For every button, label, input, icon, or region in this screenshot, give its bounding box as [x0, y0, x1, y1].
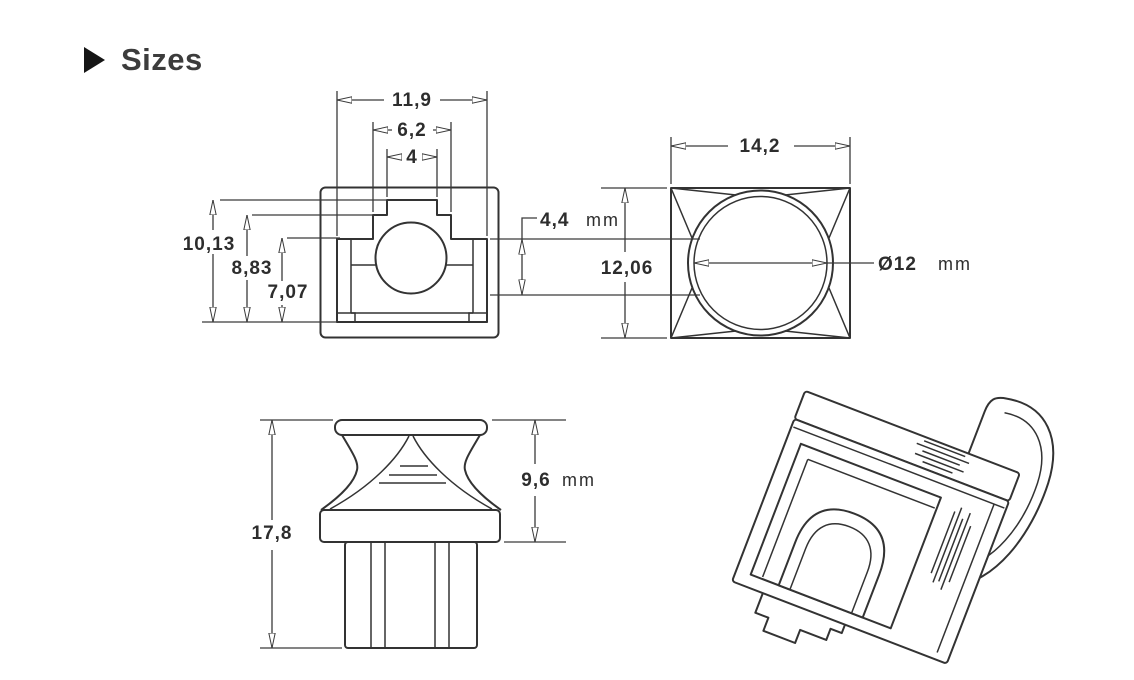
dim-label: Ø12	[878, 254, 917, 275]
side-bell	[320, 434, 502, 511]
iso-cable-saddle-inner	[789, 523, 872, 614]
side-dim-height-total: 17,8	[252, 419, 342, 649]
dim-label: 12,06	[601, 258, 654, 279]
dim-label: 10,13	[183, 234, 236, 255]
front-dim-width-tab: 4	[386, 147, 438, 197]
front-dim-height-total: 10,13	[183, 199, 390, 323]
front-dim-height-mid: 8,83	[232, 214, 376, 322]
side-collar	[319, 509, 501, 543]
back-dim-width: 14,2	[670, 136, 851, 184]
back-view: 14,2 12,06 Ø12 mm	[601, 136, 972, 339]
back-dim-height: 12,06	[601, 187, 667, 339]
dim-unit: mm	[562, 470, 596, 490]
iso-latch-prongs	[754, 592, 846, 644]
dim-unit: mm	[586, 210, 620, 230]
dim-unit: mm	[938, 254, 972, 274]
iso-frame-right-edge	[936, 503, 995, 653]
dim-label: 6,2	[397, 120, 426, 141]
iso-slab-lip	[793, 426, 1005, 509]
iso-side-hatch-lines	[930, 507, 972, 590]
back-dim-diameter: Ø12 mm	[694, 254, 972, 275]
front-view: 11,9 6,2 4 10,13	[183, 90, 700, 339]
side-view: 17,8 9,6 mm	[252, 419, 596, 649]
iso-top-hatch-lines	[914, 440, 970, 474]
right-triangle-icon	[84, 47, 105, 73]
side-cap	[334, 419, 488, 436]
section-header: Sizes	[84, 42, 203, 78]
dim-label: 7,07	[268, 282, 309, 303]
front-dim-width-mid: 6,2	[372, 120, 452, 212]
side-grip-lines	[379, 465, 446, 484]
iso-view	[731, 390, 1055, 664]
dim-label: 8,83	[232, 258, 273, 279]
dim-label: 17,8	[252, 523, 293, 544]
dim-label: 4	[406, 147, 418, 168]
dim-label: 9,6	[521, 470, 550, 491]
side-body-ribs	[370, 542, 450, 648]
front-dim-width-outer: 11,9	[336, 90, 488, 236]
front-lens-circle	[374, 221, 448, 295]
iso-opening-inner-walls	[761, 458, 936, 578]
page-title: Sizes	[121, 42, 203, 77]
iso-cable-saddle	[777, 508, 886, 619]
back-corner-webs	[670, 187, 851, 339]
dim-label: 11,9	[392, 90, 432, 111]
dim-label: 4,4	[540, 210, 569, 231]
front-dim-notch: 4,4 mm	[490, 210, 700, 296]
front-dim-height-shoulder: 7,07	[268, 237, 340, 322]
dim-label: 14,2	[740, 136, 781, 157]
side-body	[344, 541, 478, 649]
side-dim-cap-height: 9,6 mm	[492, 419, 596, 543]
